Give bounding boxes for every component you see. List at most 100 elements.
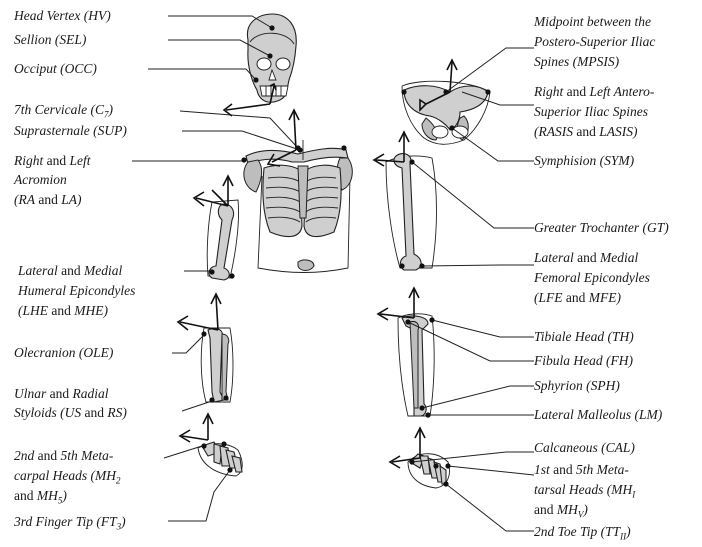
label-run: ) — [626, 524, 631, 539]
label-run: Sphyrion (SPH) — [534, 378, 620, 393]
label-humeral-epicondyles-line1: Lateral and Medial — [18, 263, 122, 279]
label-run: and — [35, 192, 61, 207]
label-asis-line1: Right and Left Antero- — [534, 84, 654, 100]
label-femoral-epicondyles-line3: (LFE and MFE) — [534, 290, 621, 306]
label-calcaneous: Calcaneous (CAL) — [534, 440, 635, 456]
label-run: Head Vertex (HV) — [14, 8, 111, 23]
label-occiput: Occiput (OCC) — [14, 61, 97, 77]
label-run: and — [563, 290, 589, 305]
label-run: ) — [62, 488, 67, 503]
label-run: (RASIS — [534, 124, 573, 139]
label-femoral-epicondyles-line1: Lateral and Medial — [534, 250, 638, 266]
label-symphision: Symphision (SYM) — [534, 153, 634, 169]
label-run: Medial — [84, 263, 122, 278]
label-run: MHE) — [74, 303, 108, 318]
label-run: (LFE — [534, 290, 563, 305]
label-run: LASIS) — [599, 124, 637, 139]
label-toe-tip: 2nd Toe Tip (TTII) — [534, 524, 631, 545]
label-run: ) — [583, 502, 588, 517]
label-run: RS) — [107, 405, 127, 420]
label-run: MH — [557, 502, 578, 517]
label-run: Lateral — [534, 250, 574, 265]
thigh — [386, 154, 437, 270]
label-metatarsal-heads-line1: 1st and 5th Meta- — [534, 462, 629, 478]
label-run: and — [534, 502, 557, 517]
label-run: and — [14, 488, 37, 503]
label-styloids-line2: Styloids (US and RS) — [14, 405, 127, 421]
label-run: Right — [14, 153, 43, 168]
label-mpsis-line2: Postero-Superior Iliac — [534, 34, 655, 50]
label-metacarpal-heads-line2: carpal Heads (MH2 — [14, 468, 120, 489]
label-run: Radial — [73, 386, 109, 401]
label-run: and — [574, 250, 600, 265]
label-run: Femoral Epicondyles — [534, 270, 650, 285]
label-run: Symphision (SYM) — [534, 153, 634, 168]
label-run: and — [48, 303, 74, 318]
label-fibula-head: Fibula Head (FH) — [534, 353, 633, 369]
label-run: Spines (MPSIS) — [534, 54, 619, 69]
label-run: Right — [534, 84, 563, 99]
label-run: 2nd Toe Tip (TT — [534, 524, 620, 539]
label-run: Midpoint between the — [534, 14, 651, 29]
label-run: and — [81, 405, 107, 420]
label-acromion-line3: (RA and LA) — [14, 192, 82, 208]
label-suprasternale: Suprasternale (SUP) — [14, 123, 127, 139]
label-run: ) — [121, 514, 126, 529]
label-sphyrion: Sphyrion (SPH) — [534, 378, 620, 394]
label-run: 7th Cervicale (C — [14, 102, 104, 117]
label-run: and — [46, 386, 72, 401]
label-run: Left — [70, 153, 91, 168]
label-run: Acromion — [14, 172, 67, 187]
label-run: 2nd — [14, 448, 34, 463]
label-run: Left Antero- — [590, 84, 655, 99]
label-olecranion: Olecranion (OLE) — [14, 345, 113, 361]
label-asis-line3: (RASIS and LASIS) — [534, 124, 637, 140]
label-metacarpal-heads-line3: and MH5) — [14, 488, 67, 509]
label-run: I — [632, 490, 635, 500]
label-run: Fibula Head (FH) — [534, 353, 633, 368]
label-tibiale-head: Tibiale Head (TH) — [534, 329, 634, 345]
label-run: and — [563, 84, 589, 99]
label-run: ) — [108, 102, 113, 117]
label-7th-cervicale: 7th Cervicale (C7) — [14, 102, 113, 123]
label-greater-trochanter: Greater Trochanter (GT) — [534, 220, 669, 236]
label-run: (RA — [14, 192, 35, 207]
label-run: 3rd Finger Tip (FT — [14, 514, 117, 529]
label-run: and — [550, 462, 576, 477]
label-run: 1st — [534, 462, 550, 477]
label-styloids-line1: Ulnar and Radial — [14, 386, 109, 402]
label-finger-tip: 3rd Finger Tip (FT3) — [14, 514, 126, 535]
label-run: (LHE — [18, 303, 48, 318]
label-humeral-epicondyles-line2: Humeral Epicondyles — [18, 283, 135, 299]
label-run: LA) — [61, 192, 81, 207]
label-run: Medial — [600, 250, 638, 265]
label-femoral-epicondyles-line2: Femoral Epicondyles — [534, 270, 650, 286]
label-humeral-epicondyles-line3: (LHE and MHE) — [18, 303, 108, 319]
label-run: Lateral — [18, 263, 58, 278]
label-mpsis-line1: Midpoint between the — [534, 14, 651, 30]
label-run: and — [43, 153, 69, 168]
label-run: MH — [37, 488, 58, 503]
label-run: MFE) — [589, 290, 621, 305]
forearm — [201, 328, 233, 402]
label-run: 5th Meta- — [576, 462, 629, 477]
label-run: and — [573, 124, 599, 139]
label-mpsis-line3: Spines (MPSIS) — [534, 54, 619, 70]
label-run: carpal Heads (MH — [14, 468, 116, 483]
label-run: Calcaneous (CAL) — [534, 440, 635, 455]
label-run: 2 — [116, 476, 121, 486]
label-run: Postero-Superior Iliac — [534, 34, 655, 49]
label-run: Humeral Epicondyles — [18, 283, 135, 298]
label-run: Superior Iliac Spines — [534, 104, 648, 119]
label-sellion: Sellion (SEL) — [14, 32, 86, 48]
upper-arm — [207, 200, 238, 280]
shank — [398, 314, 434, 416]
label-metatarsal-heads-line2: tarsal Heads (MHI — [534, 482, 635, 503]
label-metacarpal-heads-line1: 2nd and 5th Meta- — [14, 448, 113, 464]
label-run: Lateral Malleolus (LM) — [534, 407, 662, 422]
label-acromion-line1: Right and Left — [14, 153, 91, 169]
label-acromion-line2: Acromion — [14, 172, 67, 188]
label-run: Sellion (SEL) — [14, 32, 86, 47]
label-run: Olecranion (OLE) — [14, 345, 113, 360]
label-lateral-malleolus: Lateral Malleolus (LM) — [534, 407, 662, 423]
